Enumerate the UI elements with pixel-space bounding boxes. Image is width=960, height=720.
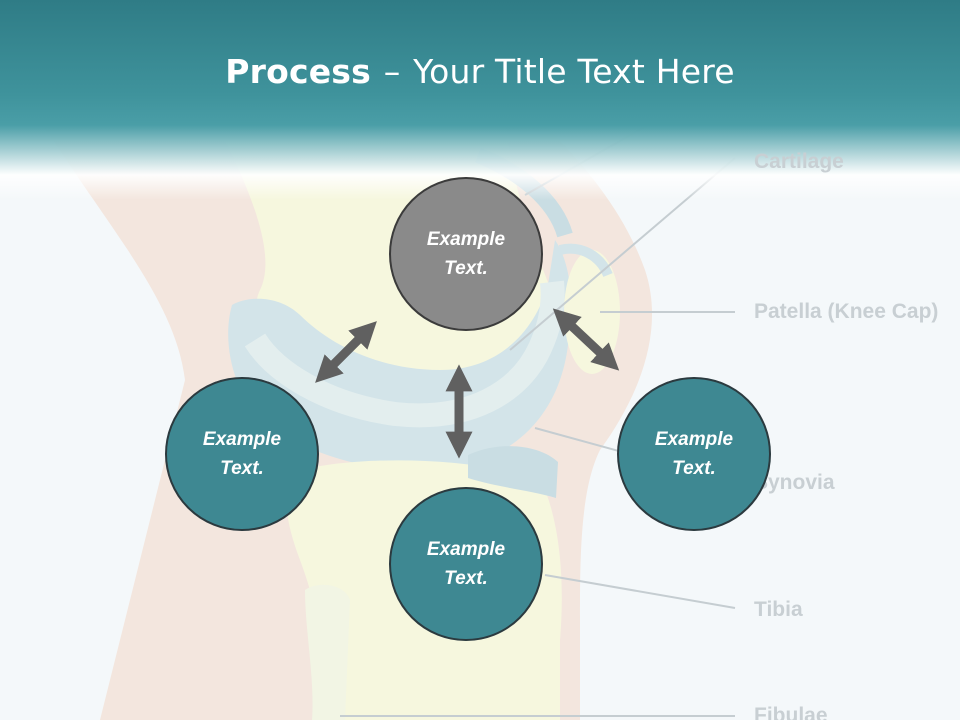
- label-synovia: Synovia: [754, 471, 835, 494]
- arrow-top-right: [552, 308, 620, 371]
- arrow-top-left: [315, 321, 377, 383]
- node-left-line2: Text.: [220, 458, 264, 479]
- label-tibia: Tibia: [754, 598, 803, 621]
- node-bottom-line2: Text.: [444, 568, 488, 589]
- title-rest: Your Title Text Here: [413, 52, 735, 91]
- process-node-top[interactable]: Example Text.: [389, 177, 543, 331]
- node-right-line1: Example: [654, 429, 734, 450]
- process-node-bottom[interactable]: Example Text.: [389, 487, 543, 641]
- node-top-line1: Example: [426, 229, 506, 250]
- process-node-right[interactable]: Example Text.: [617, 377, 771, 531]
- node-right-line2: Text.: [672, 458, 716, 479]
- label-fibulae: Fibulae: [754, 704, 828, 720]
- slide-title: Process – Your Title Text Here: [0, 52, 960, 91]
- title-bold: Process: [225, 52, 371, 91]
- node-left-line1: Example: [202, 429, 282, 450]
- label-cartilage: Cartilage: [754, 150, 844, 173]
- node-bottom-line1: Example: [426, 539, 506, 560]
- process-node-left[interactable]: Example Text.: [165, 377, 319, 531]
- node-top-line2: Text.: [444, 258, 488, 279]
- title-separator: –: [383, 52, 401, 91]
- title-banner: [0, 0, 960, 200]
- label-patella: Patella (Knee Cap): [754, 300, 939, 323]
